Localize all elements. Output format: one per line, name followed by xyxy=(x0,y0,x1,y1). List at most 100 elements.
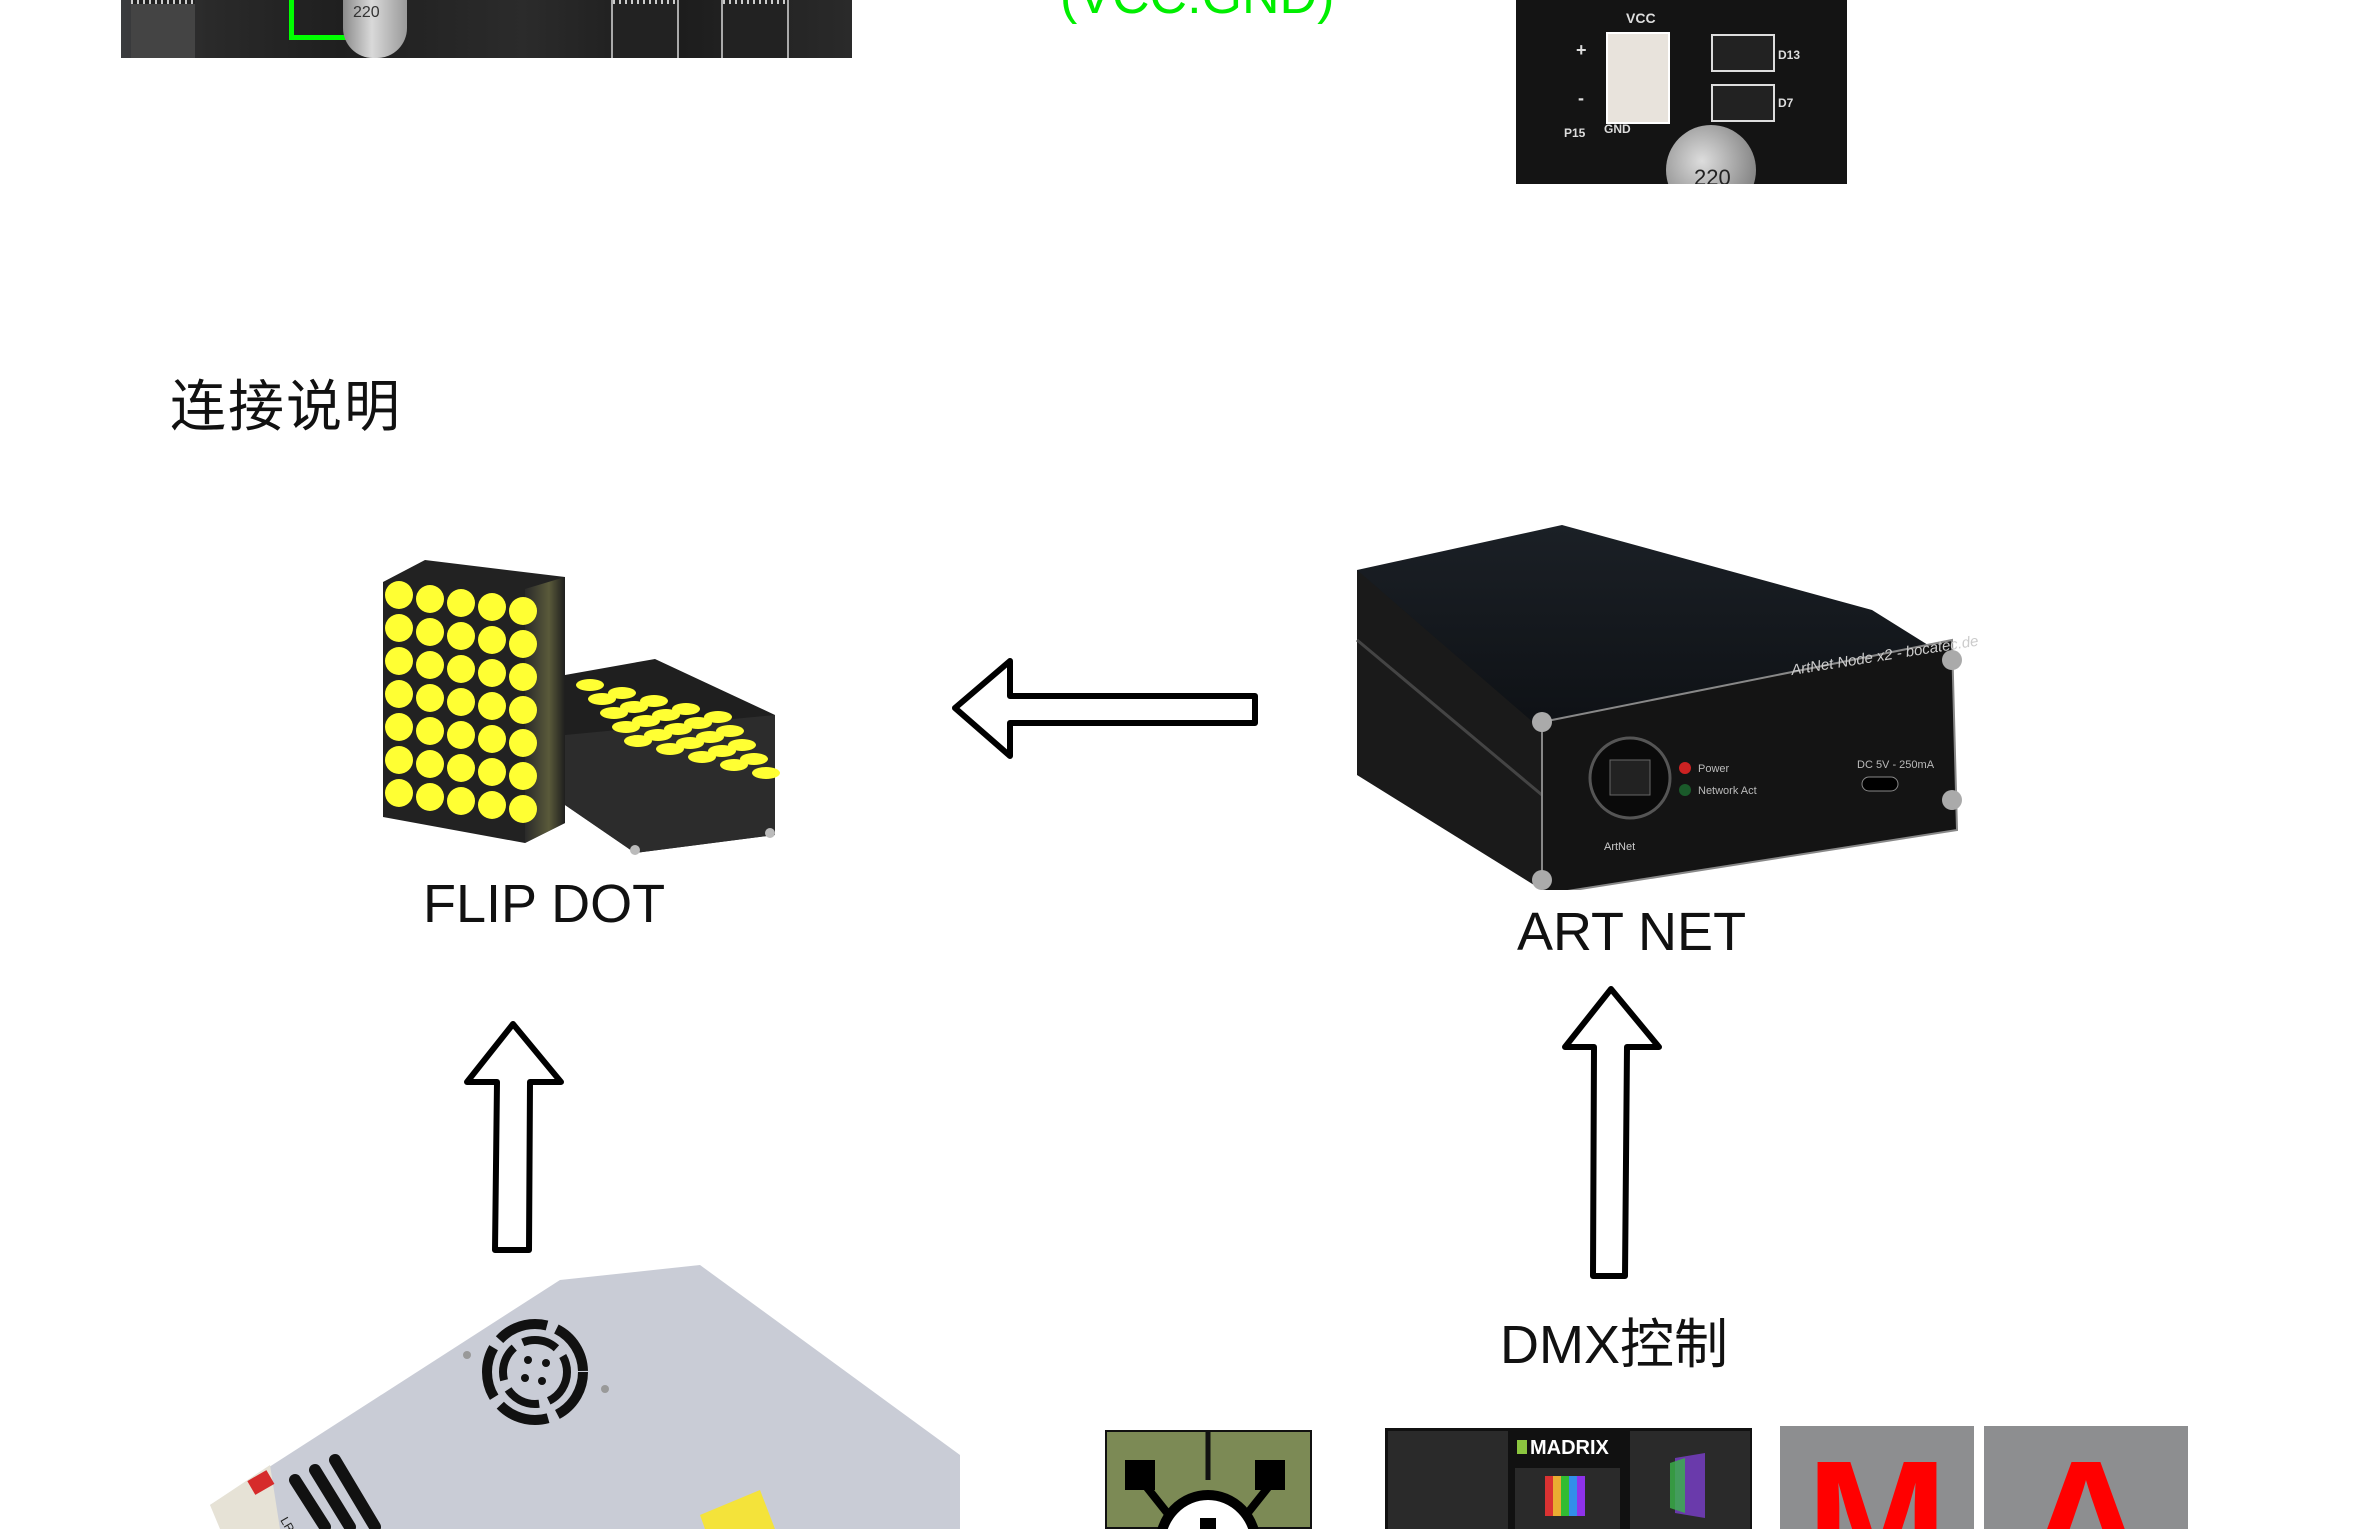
inductor: 220 xyxy=(1666,125,1756,184)
node-side xyxy=(1357,570,1542,890)
flip-dot xyxy=(385,647,413,675)
power-led xyxy=(1679,762,1691,774)
flip-dot xyxy=(640,695,668,707)
flat-module-dots xyxy=(576,679,780,779)
flip-dot xyxy=(652,709,680,721)
flip-dot xyxy=(416,618,444,646)
flip-dot xyxy=(385,713,413,741)
fan-grille xyxy=(482,1319,588,1425)
flip-dot xyxy=(612,721,640,733)
flip-dot xyxy=(447,622,475,650)
capacitor-marking: 220 xyxy=(353,4,380,21)
vcc-label: VCC xyxy=(1626,10,1656,26)
diode xyxy=(1711,84,1775,122)
ma-logo-tile-m: M xyxy=(1780,1426,1974,1529)
network-led xyxy=(1679,784,1691,796)
flip-dot xyxy=(478,725,506,753)
flip-dot xyxy=(447,721,475,749)
diode-label: D7 xyxy=(1778,96,1794,110)
flip-dot xyxy=(624,735,652,747)
flip-dot xyxy=(656,743,684,755)
flip-dot xyxy=(447,754,475,782)
flip-dot xyxy=(385,581,413,609)
psu-body xyxy=(210,1265,960,1529)
pcb-photo-left: 220 xyxy=(121,0,852,58)
ma-letter: A xyxy=(2024,1426,2148,1529)
tall-module-dots xyxy=(385,581,537,823)
flip-dot xyxy=(447,655,475,683)
arrow-up-icon xyxy=(1562,984,1667,1280)
vent-slots xyxy=(289,1454,381,1533)
dmx-control-label: DMX控制 xyxy=(1500,1315,1728,1375)
inductor-marking: 220 xyxy=(1694,165,1731,184)
flip-dot xyxy=(509,663,537,691)
flip-dot xyxy=(385,680,413,708)
flip-dot xyxy=(416,783,444,811)
capacitor: 220 xyxy=(343,0,407,58)
power-supply-image: LRS xyxy=(200,1265,960,1534)
flip-dot xyxy=(447,688,475,716)
flip-dot xyxy=(608,687,636,699)
flip-dot xyxy=(708,745,736,757)
flip-dot xyxy=(478,758,506,786)
art-net-label: ART NET xyxy=(1517,902,1747,962)
ma-letter: M xyxy=(1806,1426,1948,1529)
flip-dot xyxy=(416,651,444,679)
flip-dot xyxy=(620,701,648,713)
ic-chip xyxy=(721,0,789,58)
flip-dot-label: FLIP DOT xyxy=(423,874,666,934)
network-led-label: Network Act xyxy=(1698,785,1757,797)
pcb-component xyxy=(131,0,195,58)
polarity-note: (VCC:GND) xyxy=(1060,0,1334,22)
flip-dot xyxy=(728,739,756,751)
flip-dot xyxy=(416,750,444,778)
madrix-logo: MADRIX xyxy=(1385,1428,1752,1529)
flip-dot xyxy=(478,593,506,621)
flip-dot xyxy=(704,711,732,723)
connector-label: P15 xyxy=(1564,126,1586,140)
brand-logo xyxy=(247,1470,275,1495)
flip-dot xyxy=(664,723,692,735)
flip-dot xyxy=(416,585,444,613)
flip-dot xyxy=(385,779,413,807)
flip-dot xyxy=(509,696,537,724)
flip-dot xyxy=(600,707,628,719)
arrow-up-icon xyxy=(464,1012,565,1253)
flip-dot xyxy=(416,684,444,712)
art-net-node-image: ArtNet Node x2 - bocatec.de ArtNet Power… xyxy=(1352,510,1982,897)
flip-dot xyxy=(588,693,616,705)
flip-dot xyxy=(478,791,506,819)
flip-dot xyxy=(509,795,537,823)
arrow-left-icon xyxy=(950,656,1265,759)
flip-dot xyxy=(632,715,660,727)
diode-label: D13 xyxy=(1778,48,1801,62)
flip-dot xyxy=(644,729,672,741)
power-connector xyxy=(1606,32,1670,124)
flip-dot xyxy=(478,626,506,654)
diode xyxy=(1711,34,1775,72)
ic-chip xyxy=(611,0,679,58)
flip-dot xyxy=(720,759,748,771)
flip-dot xyxy=(752,767,780,779)
flip-dot xyxy=(688,751,716,763)
flip-dot xyxy=(509,630,537,658)
gnd-label: GND xyxy=(1604,122,1631,136)
warning-label xyxy=(700,1490,775,1529)
flip-dot xyxy=(684,717,712,729)
flip-dot xyxy=(740,753,768,765)
flip-dot xyxy=(672,703,700,715)
flip-dot xyxy=(716,725,744,737)
section-title: 连接说明 xyxy=(170,375,402,438)
flip-dot xyxy=(478,659,506,687)
flip-dot xyxy=(676,737,704,749)
node-front-panel xyxy=(1541,638,1959,897)
usb-c-port xyxy=(1861,776,1899,792)
power-spec-label: DC 5V - 250mA xyxy=(1857,759,1935,771)
flip-dot xyxy=(509,729,537,757)
flip-dot xyxy=(696,731,724,743)
flip-dot xyxy=(416,717,444,745)
ma-logo-tile-a: A xyxy=(1984,1426,2188,1529)
power-led-label: Power xyxy=(1698,763,1730,775)
pcb-photo-right: VCC + - D13 D7 P15 GND 220 xyxy=(1516,0,1847,184)
port-label: ArtNet xyxy=(1604,841,1635,853)
